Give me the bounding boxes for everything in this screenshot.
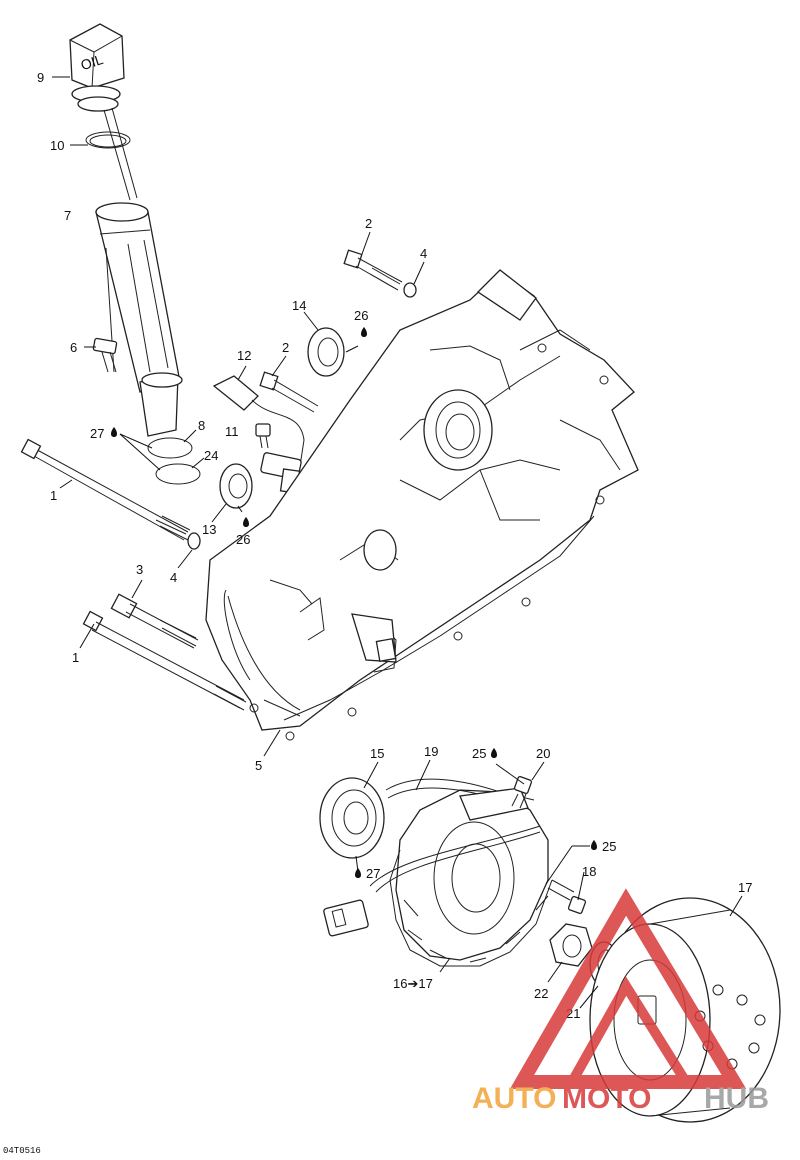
reference-code: 04T0516 <box>3 1146 41 1156</box>
callout-4-upper: 4 <box>420 246 427 261</box>
long-bolt-1-lower <box>82 610 247 711</box>
washer-4-upper <box>403 282 417 298</box>
bolt-2-upper <box>343 249 403 291</box>
callout-7: 7 <box>64 208 71 223</box>
dipstick-rod <box>103 107 138 201</box>
screw-6 <box>92 337 118 373</box>
callout-6: 6 <box>70 340 77 355</box>
callout-20: 20 <box>536 746 550 761</box>
o-ring-10 <box>85 131 131 149</box>
callout-15: 15 <box>370 746 384 761</box>
crankcase-cover <box>205 269 639 741</box>
watermark-logo: AUTO MOTO HUB <box>472 888 769 1115</box>
sensor-12 <box>212 375 305 494</box>
dipstick-cap-label: OIL <box>79 51 106 73</box>
callout-3: 3 <box>136 562 143 577</box>
bolt-2-middle <box>259 371 319 413</box>
dipstick-cap: OIL <box>69 23 125 112</box>
callout-1-upper: 1 <box>50 488 57 503</box>
nut-22 <box>549 923 593 967</box>
oil-seal-14 <box>307 327 345 377</box>
watermark-text-hub: HUB <box>704 1082 769 1115</box>
callout-27-upper: 27 <box>90 426 104 441</box>
screw-18 <box>547 879 587 915</box>
callout-18: 18 <box>582 864 596 879</box>
washer-4-left <box>187 532 201 550</box>
callout-11: 11 <box>225 424 239 439</box>
callout-19: 19 <box>424 744 438 759</box>
callout-4-lower: 4 <box>170 570 177 585</box>
callout-2-upper: 2 <box>365 216 372 231</box>
callout-12: 12 <box>237 348 251 363</box>
oil-drop-icon <box>355 868 361 878</box>
oil-seal-13 <box>219 463 253 509</box>
oil-drop-icons <box>111 327 597 878</box>
oil-drop-icon <box>111 427 117 437</box>
screw-11 <box>255 423 271 449</box>
long-bolt-1-upper <box>20 438 191 541</box>
oil-drop-icon <box>591 840 597 850</box>
ball-bearing-15 <box>319 777 385 859</box>
callout-5: 5 <box>255 758 262 773</box>
callouts: 9 10 7 6 27 8 24 1 2 4 14 26 12 2 11 13 … <box>37 70 752 1021</box>
callout-22: 22 <box>534 986 548 1001</box>
bolt-3 <box>110 593 199 649</box>
o-ring-24 <box>155 463 201 485</box>
oil-drop-icon <box>361 327 367 337</box>
callout-24: 24 <box>204 448 218 463</box>
callout-2-middle: 2 <box>282 340 289 355</box>
stator-harness-19 <box>323 778 541 937</box>
oil-drop-icon <box>491 748 497 758</box>
o-ring-8 <box>147 437 193 459</box>
callout-27-lower: 27 <box>366 866 380 881</box>
callout-25-lower: 25 <box>602 839 616 854</box>
callout-17: 17 <box>738 880 752 895</box>
oil-filler-tube <box>95 202 183 437</box>
callout-26-upper: 26 <box>354 308 368 323</box>
watermark-text-auto: AUTO <box>472 1082 556 1115</box>
callout-25-upper: 25 <box>472 746 486 761</box>
callout-9: 9 <box>37 70 44 85</box>
oil-drop-icon <box>243 517 249 527</box>
leader-lines <box>52 76 743 1009</box>
callout-14: 14 <box>292 298 306 313</box>
callout-13: 13 <box>202 522 216 537</box>
callout-26-lower: 26 <box>236 532 250 547</box>
callout-10: 10 <box>50 138 64 153</box>
callout-16-17: 16➔17 <box>393 976 433 991</box>
watermark-triangle-icon <box>509 888 747 1089</box>
callout-8: 8 <box>198 418 205 433</box>
callout-1-lower: 1 <box>72 650 79 665</box>
watermark-text-moto: MOTO <box>562 1082 651 1115</box>
